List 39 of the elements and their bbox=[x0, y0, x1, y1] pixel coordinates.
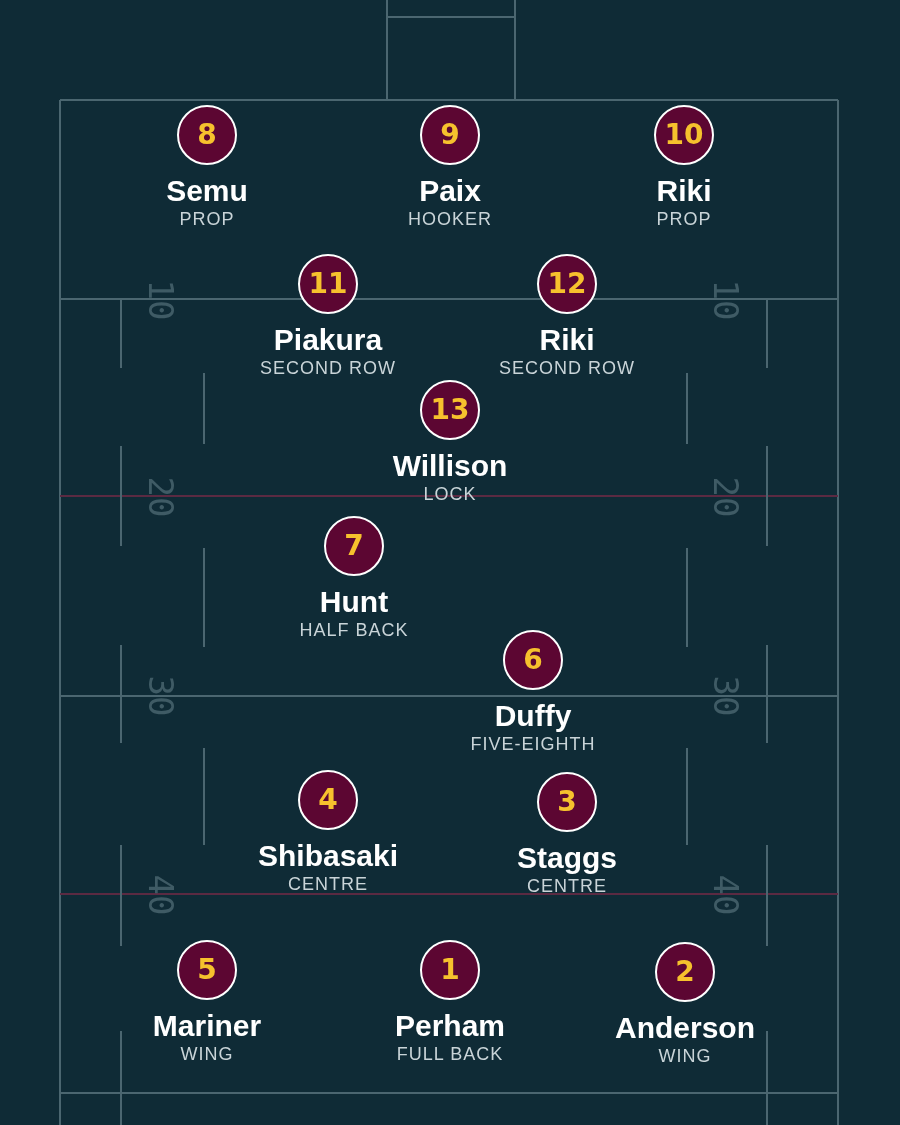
player-name: Staggs bbox=[517, 841, 617, 874]
player-name: Shibasaki bbox=[257, 839, 399, 872]
jersey-number: 6 bbox=[503, 630, 563, 690]
player-position: LOCK bbox=[423, 484, 477, 506]
jersey-number: 9 bbox=[420, 105, 480, 165]
jersey-number: 11 bbox=[298, 254, 358, 314]
player-position: HOOKER bbox=[408, 209, 492, 231]
player-position: FULL BACK bbox=[396, 1044, 504, 1066]
player-name: Anderson bbox=[615, 1011, 755, 1044]
player-name: Riki bbox=[656, 174, 712, 207]
jersey-number: 1 bbox=[420, 940, 480, 1000]
jersey-number: 2 bbox=[655, 942, 715, 1002]
player-position: PROP bbox=[656, 209, 712, 231]
player-name: Duffy bbox=[494, 699, 572, 732]
player-position: SECOND ROW bbox=[499, 358, 635, 380]
player-position: PROP bbox=[179, 209, 235, 231]
player-position: HALF BACK bbox=[299, 620, 409, 642]
player-name: Hunt bbox=[319, 585, 389, 618]
jersey-number: 8 bbox=[177, 105, 237, 165]
player-position: CENTRE bbox=[288, 874, 368, 896]
player-name: Riki bbox=[539, 323, 595, 356]
player-position: CENTRE bbox=[527, 876, 607, 898]
player-position: WING bbox=[658, 1046, 712, 1068]
player-name: Semu bbox=[166, 174, 248, 207]
player-name: Mariner bbox=[152, 1009, 262, 1042]
jersey-number: 5 bbox=[177, 940, 237, 1000]
player-name: Piakura bbox=[273, 323, 383, 356]
player-position: SECOND ROW bbox=[260, 358, 396, 380]
player-name: Perham bbox=[394, 1009, 506, 1042]
jersey-number: 4 bbox=[298, 770, 358, 830]
player-position: FIVE-EIGHTH bbox=[470, 734, 596, 756]
player-name: Paix bbox=[419, 174, 481, 207]
jersey-number: 7 bbox=[324, 516, 384, 576]
jersey-number: 13 bbox=[420, 380, 480, 440]
player-position: WING bbox=[180, 1044, 234, 1066]
player-name: Willison bbox=[392, 449, 508, 482]
jersey-number: 12 bbox=[537, 254, 597, 314]
jersey-number: 10 bbox=[654, 105, 714, 165]
jersey-number: 3 bbox=[537, 772, 597, 832]
